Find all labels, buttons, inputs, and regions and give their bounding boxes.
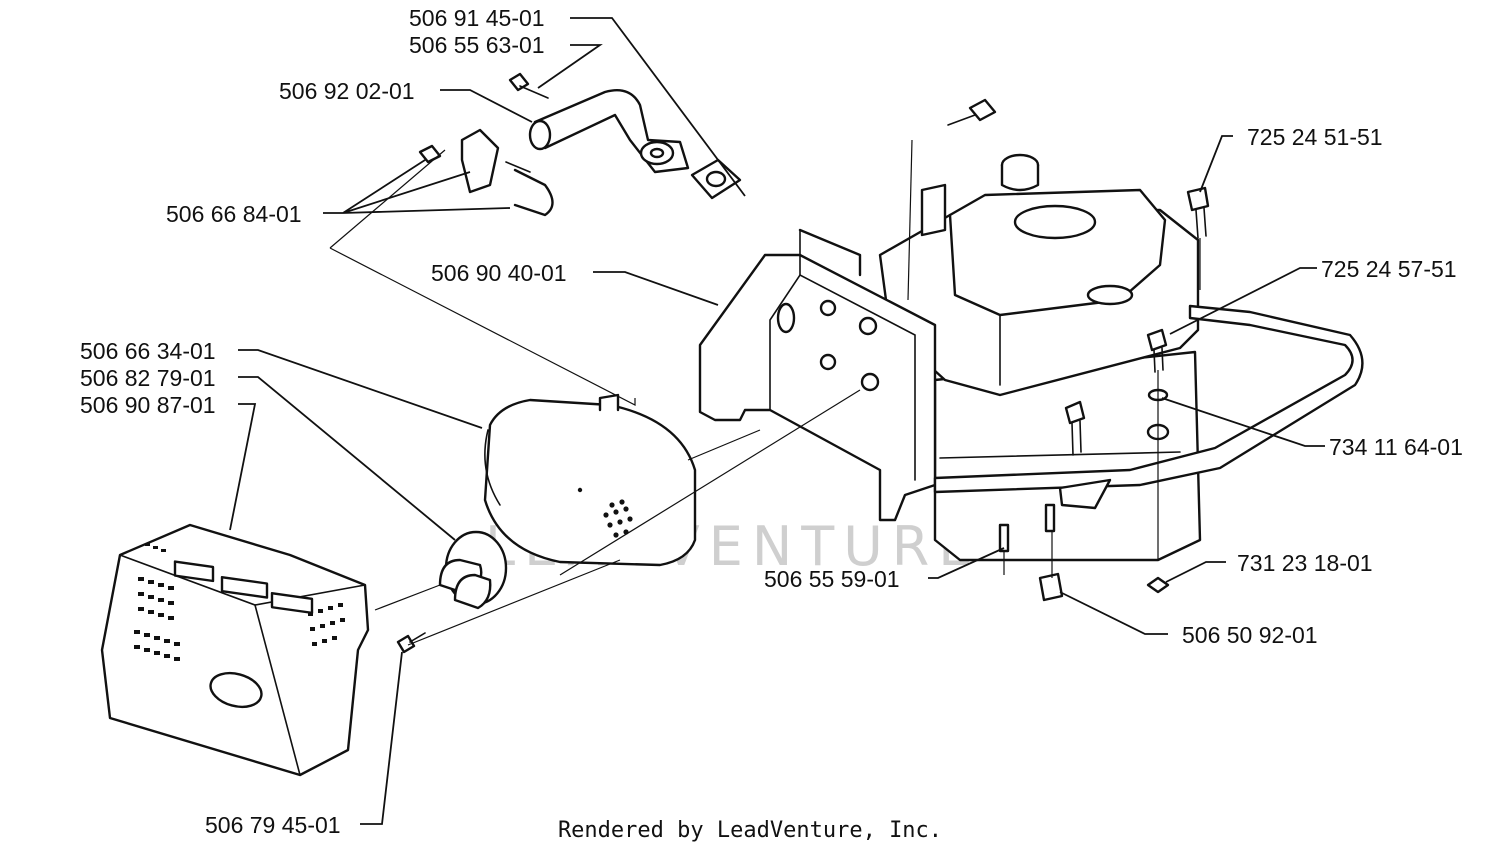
- part-label-731-23-18-01: 731 23 18-01: [1237, 550, 1373, 576]
- part-label-506-82-79-01: 506 82 79-01: [80, 365, 216, 391]
- frame-tube: [933, 304, 1364, 510]
- part-label-506-55-59-01: 506 55 59-01: [764, 566, 900, 592]
- part-label-506-79-45-01: 506 79 45-01: [205, 812, 341, 838]
- part-label-506-90-40-01: 506 90 40-01: [431, 260, 567, 286]
- part-label-506-50-92-01: 506 50 92-01: [1182, 622, 1318, 648]
- muffler: [483, 393, 697, 567]
- part-label-725-24-57-51: 725 24 57-51: [1321, 256, 1457, 282]
- heat-shield: [100, 523, 370, 777]
- part-label-506-66-84-01: 506 66 84-01: [166, 201, 302, 227]
- part-label-734-11-64-01: 734 11 64-01: [1329, 434, 1463, 460]
- leader-lines: [229, 17, 1325, 825]
- exhaust-pipe: [418, 72, 997, 217]
- part-label-725-24-51-51: 725 24 51-51: [1247, 124, 1383, 150]
- deflector: [438, 530, 508, 610]
- part-label-506-91-45-01: 506 91 45-01: [409, 5, 545, 31]
- render-credit: Rendered by LeadVenture, Inc.: [557, 818, 943, 843]
- part-label-506-90-87-01: 506 90 87-01: [80, 392, 216, 418]
- part-label-506-55-63-01: 506 55 63-01: [409, 32, 545, 58]
- part-label-506-66-34-01: 506 66 34-01: [80, 338, 216, 364]
- part-label-506-92-02-01: 506 92 02-01: [279, 78, 415, 104]
- engine-assembly: [698, 153, 1202, 562]
- part-labels: 506 91 45-01 506 55 63-01 506 92 02-01 5…: [80, 5, 1463, 838]
